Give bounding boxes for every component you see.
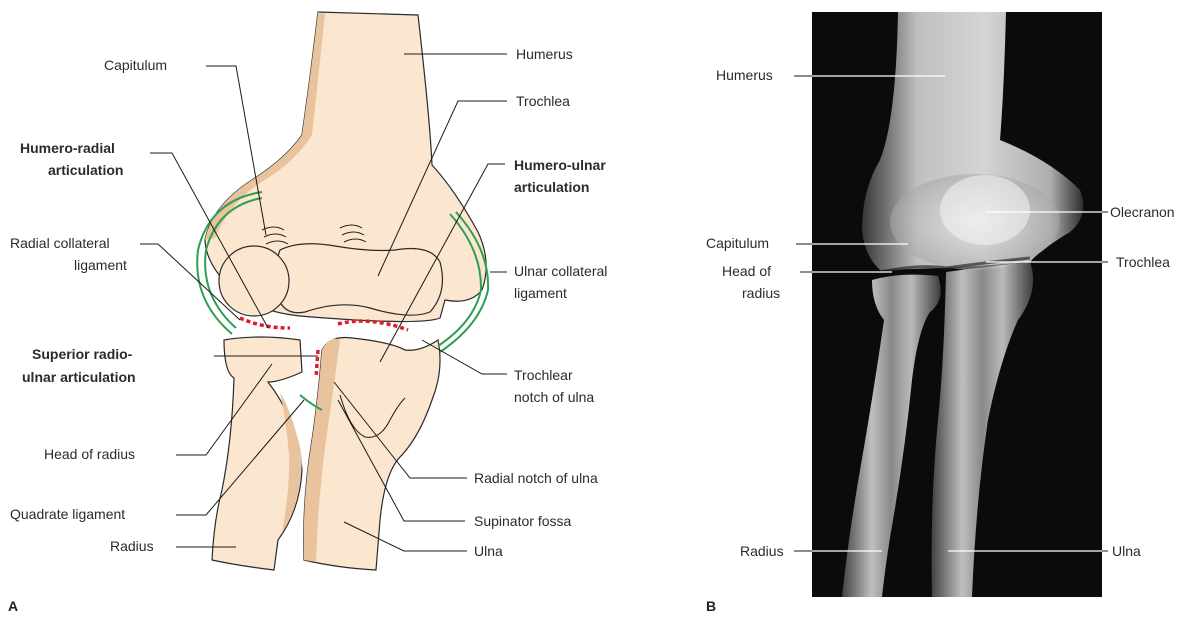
label-head-of-radius-b-2: radius: [742, 285, 780, 301]
radius-bone: [212, 337, 302, 570]
label-humero-radial-1: Humero-radial: [20, 140, 115, 156]
label-radial-notch: Radial notch of ulna: [474, 470, 598, 486]
panel-a-illustration: Humerus Capitulum Trochlea Humero-radial…: [8, 12, 607, 614]
label-capitulum-a: Capitulum: [104, 57, 167, 73]
label-superior-radioulnar-2: ulnar articulation: [22, 369, 136, 385]
panel-letter-a: A: [8, 598, 18, 614]
label-humerus-a: Humerus: [516, 46, 573, 62]
label-trochlea-a: Trochlea: [516, 93, 570, 109]
label-head-of-radius-b-1: Head of: [722, 263, 771, 279]
label-radial-collateral-1: Radial collateral: [10, 235, 110, 251]
label-ulnar-collateral-1: Ulnar collateral: [514, 263, 607, 279]
label-superior-radioulnar-1: Superior radio-: [32, 346, 133, 362]
superior-radioulnar-joint-line: [316, 350, 318, 378]
label-capitulum-b: Capitulum: [706, 235, 769, 251]
label-olecranon-b: Olecranon: [1110, 204, 1175, 220]
label-radial-collateral-2: ligament: [74, 257, 127, 273]
trochlea-shape: [275, 244, 442, 315]
label-trochlear-notch-2: notch of ulna: [514, 389, 594, 405]
label-trochlear-notch-1: Trochlear: [514, 367, 573, 383]
label-quadrate-ligament: Quadrate ligament: [10, 506, 125, 522]
label-head-of-radius-a: Head of radius: [44, 446, 135, 462]
label-radius-b: Radius: [740, 543, 784, 559]
label-ulna-b: Ulna: [1112, 543, 1141, 559]
label-humero-radial-2: articulation: [48, 162, 123, 178]
capitulum-shape: [219, 246, 289, 316]
label-supinator-fossa: Supinator fossa: [474, 513, 571, 529]
label-humero-ulnar-2: articulation: [514, 179, 589, 195]
panel-b-xray: Humerus Olecranon Capitulum Trochlea Hea…: [706, 12, 1175, 614]
panel-letter-b: B: [706, 598, 716, 614]
xray-olecranon-glow: [940, 175, 1030, 245]
humero-ulnar-joint-line: [338, 321, 408, 330]
label-ulna-a: Ulna: [474, 543, 503, 559]
label-radius-a: Radius: [110, 538, 154, 554]
label-ulnar-collateral-2: ligament: [514, 285, 567, 301]
label-humerus-b: Humerus: [716, 67, 773, 83]
label-trochlea-b: Trochlea: [1116, 254, 1170, 270]
label-humero-ulnar-1: Humero-ulnar: [514, 157, 606, 173]
